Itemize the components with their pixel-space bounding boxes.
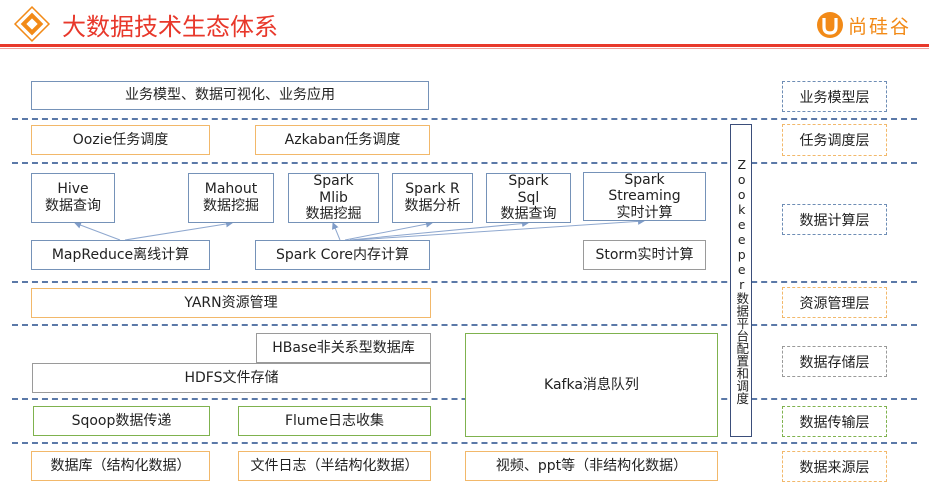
spark-mllib-box: Spark Mlib 数据挖掘 <box>288 173 379 223</box>
spark-sql-line2: Sql <box>517 189 540 206</box>
spark-r-label: Spark R <box>405 181 460 198</box>
yarn-box: YARN资源管理 <box>31 288 431 318</box>
layer-business-model: 业务模型层 <box>782 81 887 112</box>
log-source-box: 文件日志（半结构化数据） <box>238 451 431 481</box>
mapreduce-box: MapReduce离线计算 <box>31 240 210 270</box>
header-rule <box>0 44 929 47</box>
hdfs-box: HDFS文件存储 <box>32 363 431 393</box>
hive-sub: 数据查询 <box>45 198 101 214</box>
layer-transfer: 数据传输层 <box>782 406 887 437</box>
spark-core-box: Spark Core内存计算 <box>255 240 430 270</box>
brand-logo-icon <box>817 12 843 38</box>
page-title: 大数据技术生态体系 <box>62 13 278 41</box>
title-icon <box>12 4 52 44</box>
separator <box>12 442 917 444</box>
flume-box: Flume日志收集 <box>238 406 431 436</box>
media-source-box: 视频、ppt等（非结构化数据） <box>465 451 718 481</box>
spark-mllib-line2: Mlib <box>319 189 348 206</box>
separator <box>12 281 917 283</box>
layer-scheduling: 任务调度层 <box>782 124 887 156</box>
arrow-mapreduce-mahout <box>124 220 233 241</box>
separator <box>12 398 917 400</box>
hive-label: Hive <box>57 181 89 198</box>
spark-r-sub: 数据分析 <box>404 198 461 214</box>
separator <box>12 118 917 120</box>
spark-sql-line3: 数据查询 <box>500 206 557 223</box>
mahout-sub: 数据挖掘 <box>203 198 259 214</box>
separator <box>12 162 917 164</box>
spark-sql-line1: Spark <box>508 173 549 190</box>
layer-resource: 资源管理层 <box>782 287 887 318</box>
spark-streaming-line3: 实时计算 <box>616 204 673 221</box>
arrow-sparkcore-sparkr <box>344 220 433 241</box>
arrow-mapreduce-hive <box>74 221 121 241</box>
mahout-box: Mahout 数据挖掘 <box>188 173 274 223</box>
business-app-box: 业务模型、数据可视化、业务应用 <box>31 81 429 110</box>
spark-mllib-line3: 数据挖掘 <box>305 206 362 223</box>
brand-name: 尚硅谷 <box>848 16 912 38</box>
layer-storage: 数据存储层 <box>782 346 887 377</box>
arrow-sparkcore-streaming <box>354 217 645 241</box>
spark-streaming-line1: Spark <box>624 171 665 188</box>
arrow-sparkcore-mllib <box>332 222 341 241</box>
spark-r-box: Spark R 数据分析 <box>392 173 473 223</box>
zookeeper-box: Zookeeper数据平台配置和调度 <box>730 124 752 437</box>
sqoop-box: Sqoop数据传递 <box>33 406 210 436</box>
spark-mllib-line1: Spark <box>313 173 354 190</box>
arrow-sparkcore-sparksql <box>349 220 529 241</box>
separator <box>12 324 917 326</box>
spark-streaming-line2: Streaming <box>608 188 681 205</box>
spark-streaming-box: Spark Streaming 实时计算 <box>583 172 706 221</box>
mahout-label: Mahout <box>204 181 258 198</box>
spark-sql-box: Spark Sql 数据查询 <box>486 173 571 223</box>
oozie-box: Oozie任务调度 <box>31 125 210 155</box>
kafka-box: Kafka消息队列 <box>465 333 718 437</box>
hive-box: Hive 数据查询 <box>31 173 115 223</box>
brand-logo: 尚硅谷 <box>815 10 925 40</box>
layer-compute: 数据计算层 <box>782 204 887 235</box>
header-rule-thin <box>0 48 929 49</box>
hbase-box: HBase非关系型数据库 <box>256 333 431 363</box>
database-source-box: 数据库（结构化数据） <box>31 451 210 481</box>
zookeeper-label: Zookeeper数据平台配置和调度 <box>734 156 750 405</box>
layer-source: 数据来源层 <box>782 451 887 482</box>
storm-box: Storm实时计算 <box>583 240 706 270</box>
azkaban-box: Azkaban任务调度 <box>255 125 430 155</box>
